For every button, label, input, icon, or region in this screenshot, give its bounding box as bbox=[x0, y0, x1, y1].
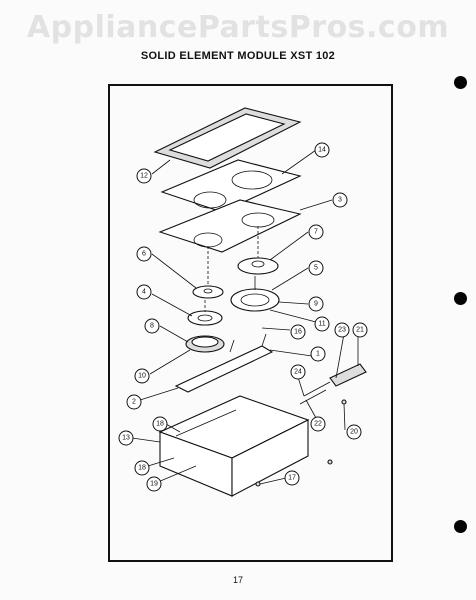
callout-19: 19 bbox=[146, 476, 162, 492]
callout-10: 10 bbox=[134, 368, 150, 384]
callout-17: 17 bbox=[284, 470, 300, 486]
page-number: 17 bbox=[232, 575, 243, 585]
part-screw bbox=[327, 459, 333, 465]
svg-text:12: 12 bbox=[140, 173, 148, 180]
callout-23: 23 bbox=[334, 322, 350, 338]
binder-hole-middle bbox=[454, 292, 467, 305]
callout-21: 21 bbox=[352, 322, 368, 338]
part-mounting-bracket bbox=[174, 333, 274, 393]
leader-lines bbox=[131, 149, 359, 485]
callout-24: 24 bbox=[290, 364, 306, 380]
callout-11: 11 bbox=[314, 316, 330, 332]
svg-text:23: 23 bbox=[338, 327, 346, 334]
svg-text:19: 19 bbox=[150, 481, 158, 488]
part-insulation-plate bbox=[158, 199, 302, 253]
part-glass-top bbox=[160, 159, 302, 213]
svg-text:8: 8 bbox=[150, 323, 154, 330]
callout-20: 20 bbox=[346, 424, 362, 440]
svg-text:21: 21 bbox=[356, 327, 364, 334]
part-screw bbox=[341, 399, 347, 405]
watermark: AppliancePartsPros.com bbox=[26, 10, 450, 45]
svg-text:6: 6 bbox=[142, 251, 146, 258]
svg-text:17: 17 bbox=[288, 475, 296, 482]
svg-text:18: 18 bbox=[156, 421, 164, 428]
part-element-large bbox=[237, 257, 279, 275]
callout-12: 12 bbox=[136, 168, 152, 184]
svg-text:24: 24 bbox=[294, 369, 302, 376]
callout-3: 3 bbox=[332, 192, 348, 208]
part-trim-frame bbox=[153, 107, 302, 169]
callout-2: 2 bbox=[126, 394, 142, 410]
svg-text:4: 4 bbox=[142, 289, 146, 296]
callout-5: 5 bbox=[308, 260, 324, 276]
callout-6: 6 bbox=[136, 246, 152, 262]
part-burner-ring-left bbox=[187, 300, 223, 326]
callout-16: 16 bbox=[290, 324, 306, 340]
part-burner-ring-right bbox=[230, 276, 280, 312]
svg-text:10: 10 bbox=[138, 373, 146, 380]
part-terminal-block bbox=[299, 363, 367, 405]
svg-text:13: 13 bbox=[122, 435, 130, 442]
diagram-frame bbox=[108, 84, 393, 562]
svg-text:5: 5 bbox=[314, 265, 318, 272]
callout-8: 8 bbox=[144, 318, 160, 334]
binder-hole-bottom bbox=[454, 520, 467, 533]
callout-22: 22 bbox=[310, 416, 326, 432]
svg-text:2: 2 bbox=[132, 399, 136, 406]
svg-text:3: 3 bbox=[338, 197, 342, 204]
binder-hole-top bbox=[454, 76, 467, 89]
part-burner-cup bbox=[185, 335, 225, 353]
svg-text:16: 16 bbox=[294, 329, 302, 336]
svg-text:11: 11 bbox=[318, 321, 325, 328]
svg-text:20: 20 bbox=[350, 429, 358, 436]
callout-14: 14 bbox=[314, 142, 330, 158]
callout-18-upper: 18 bbox=[152, 416, 168, 432]
part-housing-box bbox=[158, 395, 310, 497]
svg-text:18: 18 bbox=[138, 465, 146, 472]
svg-text:7: 7 bbox=[314, 229, 318, 236]
svg-text:14: 14 bbox=[318, 147, 326, 154]
part-screw bbox=[255, 481, 261, 487]
callout-9: 9 bbox=[308, 296, 324, 312]
part-element-small bbox=[192, 285, 224, 299]
callout-4: 4 bbox=[136, 284, 152, 300]
callout-1: 1 bbox=[310, 346, 326, 362]
svg-text:22: 22 bbox=[314, 421, 322, 428]
svg-text:1: 1 bbox=[316, 351, 320, 358]
svg-text:9: 9 bbox=[314, 301, 318, 308]
callout-7: 7 bbox=[308, 224, 324, 240]
callout-18-lower: 18 bbox=[134, 460, 150, 476]
diagram-title: SOLID ELEMENT MODULE XST 102 bbox=[140, 50, 336, 62]
callout-13: 13 bbox=[118, 430, 134, 446]
